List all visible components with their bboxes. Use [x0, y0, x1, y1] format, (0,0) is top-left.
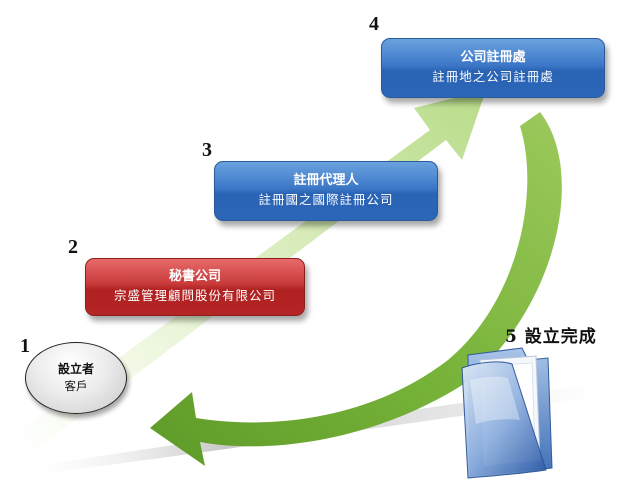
step-completion-label: 5 設立完成: [505, 322, 597, 347]
step-registry-subtitle: 註冊地之公司註冊處: [432, 69, 554, 84]
step-secretary-company-box: 秘書公司 宗盛管理顧問股份有限公司: [85, 258, 305, 316]
step-secretary-subtitle: 宗盛管理顧問股份有限公司: [113, 288, 276, 303]
step-number-5: 5: [505, 327, 518, 347]
step-founder-subtitle: 客戶: [64, 379, 88, 393]
step-founder-node: 設立者 客戶: [25, 342, 127, 414]
step-agent-title: 註冊代理人: [293, 173, 359, 188]
step-number-3: 3: [202, 139, 212, 161]
step-founder-title: 設立者: [57, 362, 94, 376]
folder-icon: [461, 347, 553, 479]
step-number-1: 1: [20, 335, 30, 357]
step-registry-title: 公司註冊處: [460, 50, 526, 65]
return-arrow: [150, 112, 562, 466]
step-agent-subtitle: 註冊國之國際註冊公司: [258, 192, 394, 207]
step-number-2: 2: [68, 236, 78, 258]
completion-text: 設立完成: [524, 327, 597, 347]
step-secretary-title: 秘書公司: [168, 269, 221, 284]
step-company-registry-box: 公司註冊處 註冊地之公司註冊處: [381, 38, 605, 98]
step-registered-agent-box: 註冊代理人 註冊國之國際註冊公司: [214, 161, 438, 221]
step-number-4: 4: [369, 13, 379, 35]
